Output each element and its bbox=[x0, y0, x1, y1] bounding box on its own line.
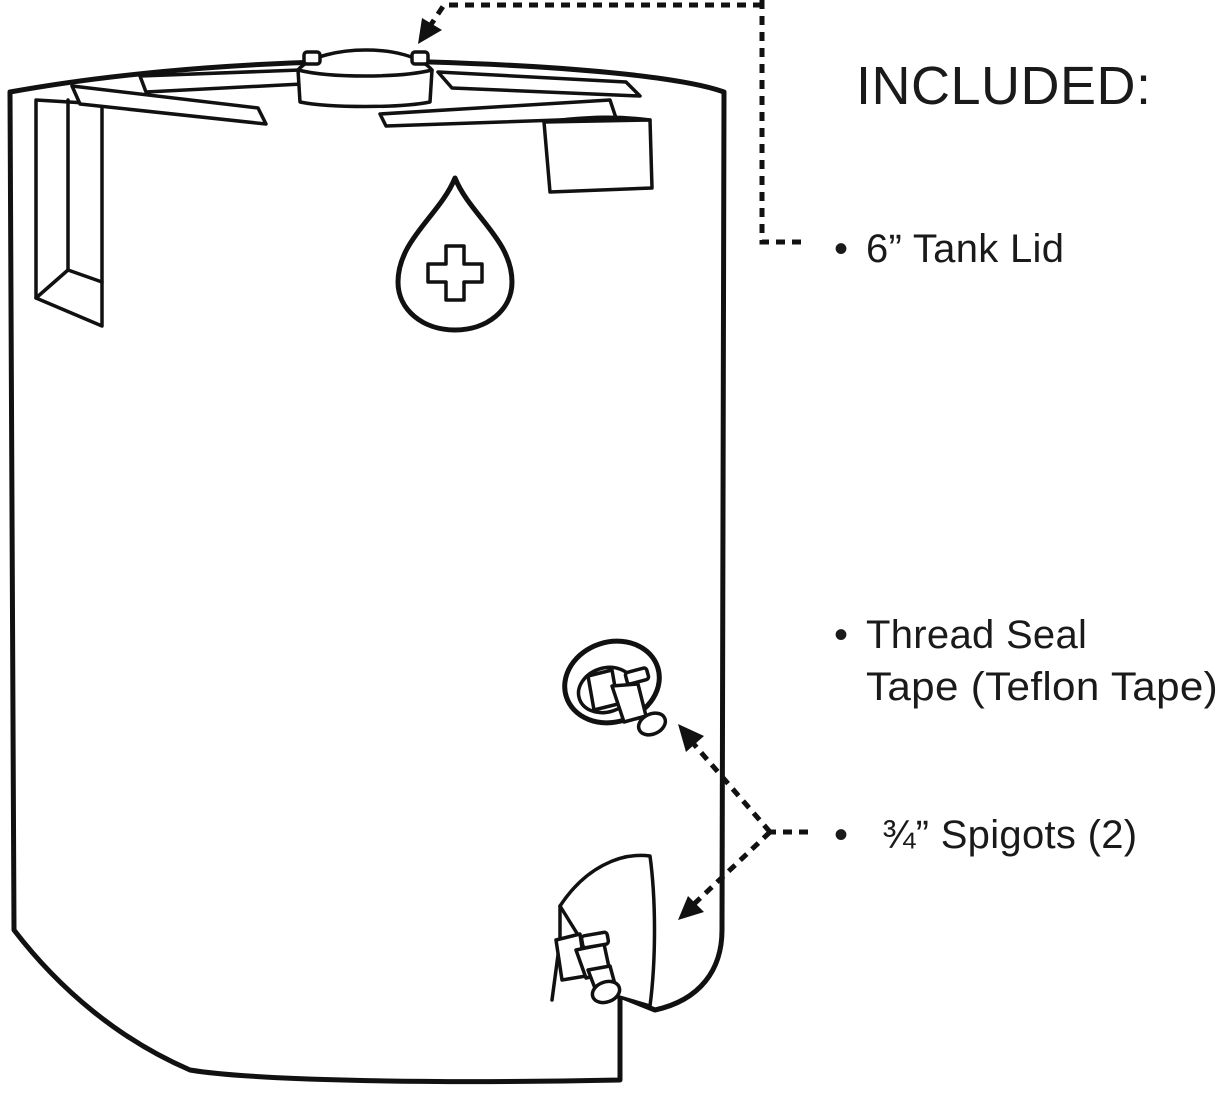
item-label: 6” Tank Lid bbox=[866, 227, 1064, 271]
spigot-leader bbox=[678, 724, 808, 920]
right-top-notch bbox=[542, 118, 654, 194]
item-label: ¾” Spigots (2) bbox=[882, 813, 1137, 857]
water-drop-cross-icon bbox=[395, 175, 515, 333]
list-item-spigots: • ¾” Spigots (2) bbox=[834, 813, 1137, 857]
list-item-thread-seal-tape: • Thread Seal Tape (Teflon Tape) bbox=[834, 613, 1218, 709]
cross-icon bbox=[426, 244, 484, 302]
water-tank bbox=[7, 48, 727, 1085]
item-label-line-1: Thread Seal bbox=[866, 613, 1087, 657]
top-rib-left bbox=[70, 84, 268, 126]
arrow-icon bbox=[418, 18, 442, 44]
item-label-line-2: Tape (Teflon Tape) bbox=[866, 665, 1218, 709]
top-rib-right bbox=[436, 70, 642, 98]
lid-leader bbox=[418, 0, 808, 245]
bullet: • bbox=[834, 613, 848, 657]
arrow-icon bbox=[678, 724, 704, 752]
lower-spigot bbox=[554, 930, 622, 1005]
bullet: • bbox=[834, 813, 848, 857]
list-item-tank-lid: • 6” Tank Lid bbox=[834, 227, 1064, 271]
arrow-icon bbox=[678, 896, 704, 920]
bullet: • bbox=[834, 227, 848, 271]
upper-spigot bbox=[562, 638, 668, 737]
tank-lid bbox=[296, 48, 434, 109]
included-heading: INCLUDED: bbox=[856, 56, 1152, 116]
